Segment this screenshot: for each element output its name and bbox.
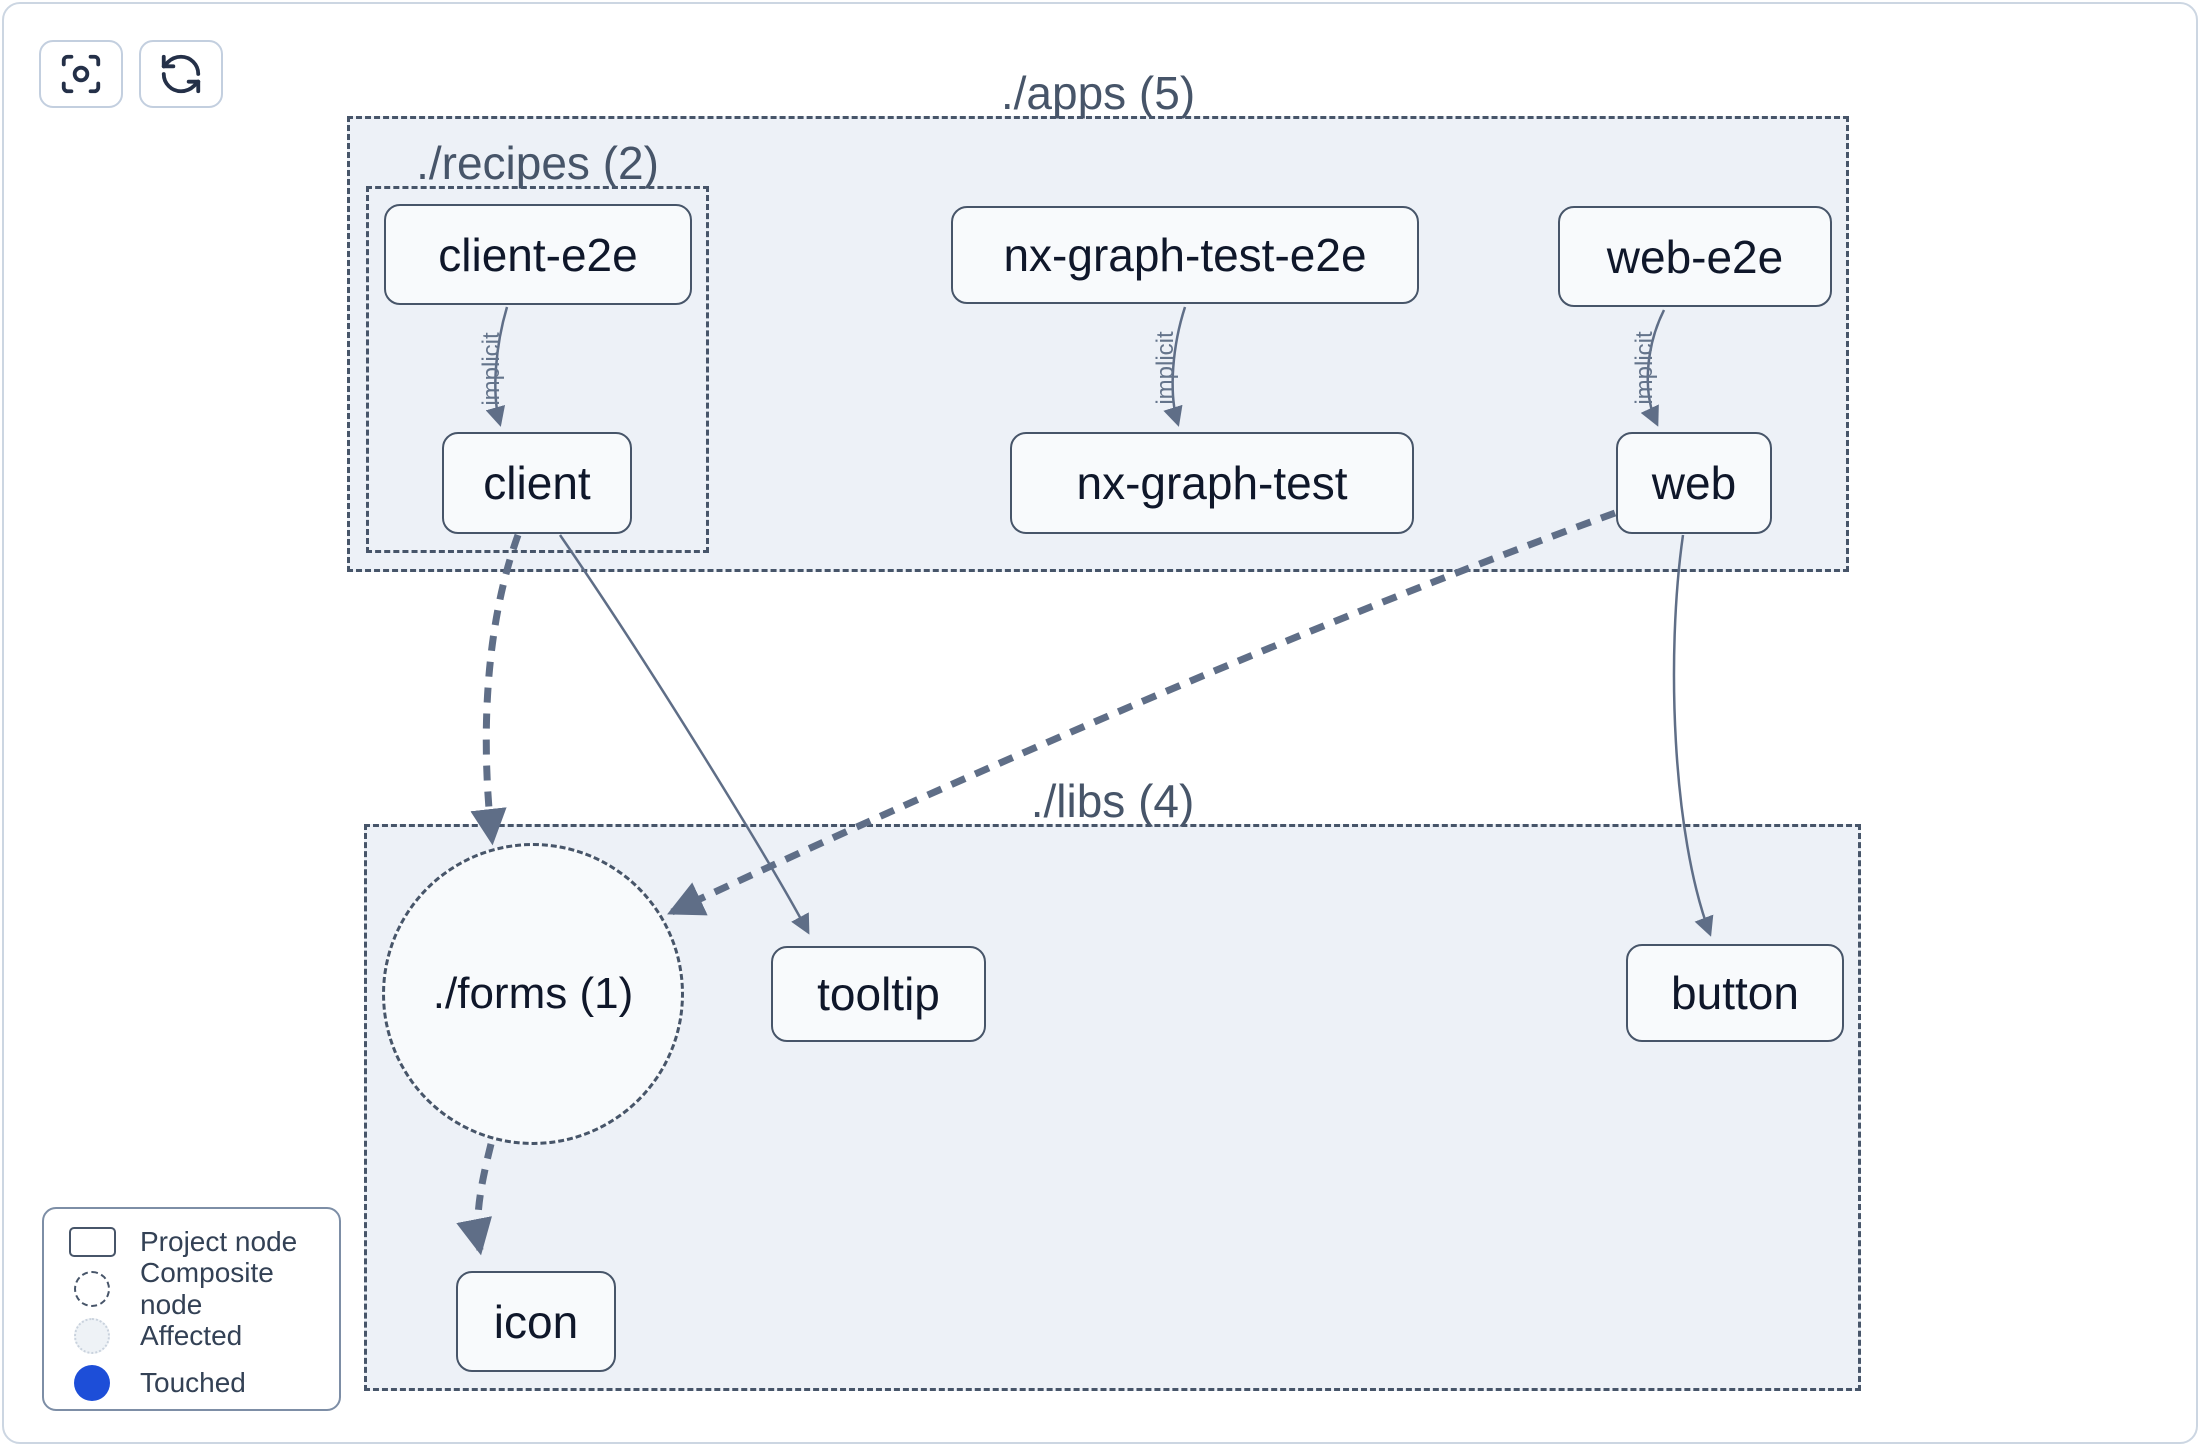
legend-label: Project node: [140, 1225, 298, 1257]
legend-label: Touched: [140, 1366, 246, 1398]
legend: Project node Composite node Affected Tou…: [42, 1207, 341, 1411]
node-icon[interactable]: icon: [456, 1271, 616, 1372]
node-nx-graph-test-e2e[interactable]: nx-graph-test-e2e: [951, 206, 1419, 304]
edge-web-to-button[interactable]: [1672, 534, 1714, 937]
node-label: tooltip: [817, 968, 940, 1020]
edge-client-e2e-to-client[interactable]: [485, 306, 509, 427]
node-label: nx-graph-test-e2e: [1003, 229, 1367, 281]
composite-node-swatch: [74, 1270, 110, 1307]
node-client[interactable]: client: [442, 432, 632, 534]
node-web[interactable]: web: [1616, 432, 1772, 534]
edge-forms-to-icon[interactable]: [456, 1143, 495, 1256]
node-label: web-e2e: [1606, 230, 1784, 283]
toolbar: [39, 40, 223, 108]
node-nx-graph-test[interactable]: nx-graph-test: [1010, 432, 1414, 534]
legend-item-touched: Touched: [44, 1359, 339, 1406]
edges-layer: [456, 306, 1714, 1256]
affected-swatch: [74, 1317, 110, 1354]
legend-item-project-node: Project node: [44, 1218, 339, 1265]
node-label: nx-graph-test: [1076, 457, 1348, 509]
node-label: client: [483, 457, 591, 509]
node-label: icon: [493, 1295, 579, 1348]
node-button[interactable]: button: [1626, 944, 1844, 1042]
composite-node-forms[interactable]: ./forms (1): [382, 843, 684, 1145]
node-web-e2e[interactable]: web-e2e: [1558, 206, 1832, 307]
touched-swatch: [74, 1364, 110, 1401]
edge-nx-graph-test-e2e-to-nx-graph-test[interactable]: [1163, 306, 1187, 427]
edge-web-to-forms[interactable]: [667, 509, 1617, 916]
node-label: web: [1651, 457, 1737, 509]
node-client-e2e[interactable]: client-e2e: [384, 204, 692, 305]
legend-item-affected: Affected: [44, 1312, 339, 1359]
legend-label: Composite node: [140, 1256, 274, 1320]
focus-icon: [61, 54, 101, 94]
zoom-to-fit-button[interactable]: [39, 40, 123, 108]
edge-client-to-tooltip[interactable]: [558, 534, 810, 935]
node-label: client-e2e: [438, 228, 638, 281]
node-label: button: [1671, 967, 1799, 1019]
legend-item-composite-node: Composite node: [44, 1257, 339, 1320]
refresh-icon: [161, 54, 201, 94]
composite-node-forms-label: ./forms (1): [432, 969, 634, 1018]
refresh-button[interactable]: [139, 40, 223, 108]
node-tooltip[interactable]: tooltip: [771, 946, 986, 1042]
legend-label: Affected: [140, 1319, 243, 1351]
project-node-swatch: [68, 1226, 116, 1257]
edge-client-to-forms[interactable]: [470, 533, 522, 846]
edge-web-e2e-to-web[interactable]: [1640, 309, 1666, 427]
